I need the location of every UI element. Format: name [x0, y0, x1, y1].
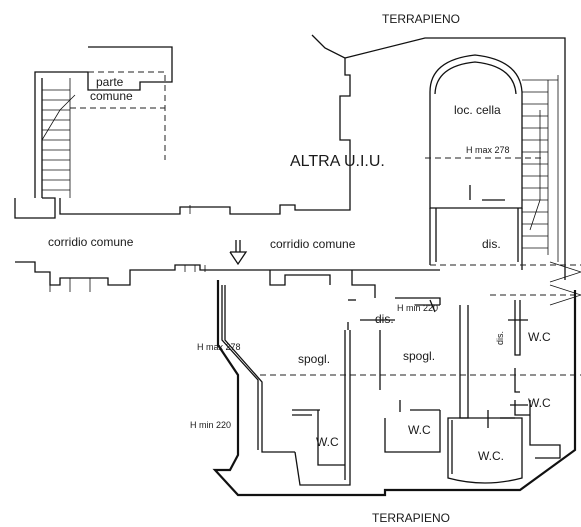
loc-cella-room: [429, 54, 523, 270]
h-min-220-mid-label: H min 220: [397, 303, 438, 313]
entrance-arrow: [229, 240, 248, 266]
h-min-220-left-label: H min 220: [190, 420, 231, 430]
comune-label: comune: [90, 89, 133, 103]
stair-right: [522, 75, 559, 262]
upper-left-block: [14, 46, 173, 219]
corridio-comune-left-label: corridio comune: [48, 235, 134, 249]
terrapieno-top-label: TERRAPIENO: [382, 12, 460, 26]
wc-2-label: W.C: [408, 423, 431, 437]
dis-vertical-label: dis.: [495, 331, 505, 345]
dis-stair-label: dis.: [482, 237, 501, 251]
stair-left: [41, 78, 76, 198]
corridio-comune-right-label: corridio comune: [270, 237, 356, 251]
wc-right-bottom-label: W.C: [528, 396, 551, 410]
corridor-marks: [49, 205, 206, 292]
terrapieno-bottom-label: TERRAPIENO: [372, 511, 450, 525]
h-max-278-right-label: H max 278: [466, 145, 510, 155]
spogl-left-label: spogl.: [298, 352, 330, 366]
upper-right-block: [15, 34, 566, 305]
h-max-278-left-label: H max 278: [197, 342, 241, 352]
parte-label: parte: [96, 75, 124, 89]
wc-1-label: W.C: [316, 435, 339, 449]
wc-3-label: W.C.: [478, 449, 504, 463]
wc-right-top-label: W.C: [528, 330, 551, 344]
spogl-mid-label: spogl.: [403, 349, 435, 363]
lower-block: [212, 280, 577, 497]
loc-cella-label: loc. cella: [454, 103, 501, 117]
altra-uiu-label: ALTRA U.I.U.: [290, 153, 385, 170]
dis-mid-label: dis.: [375, 312, 394, 326]
